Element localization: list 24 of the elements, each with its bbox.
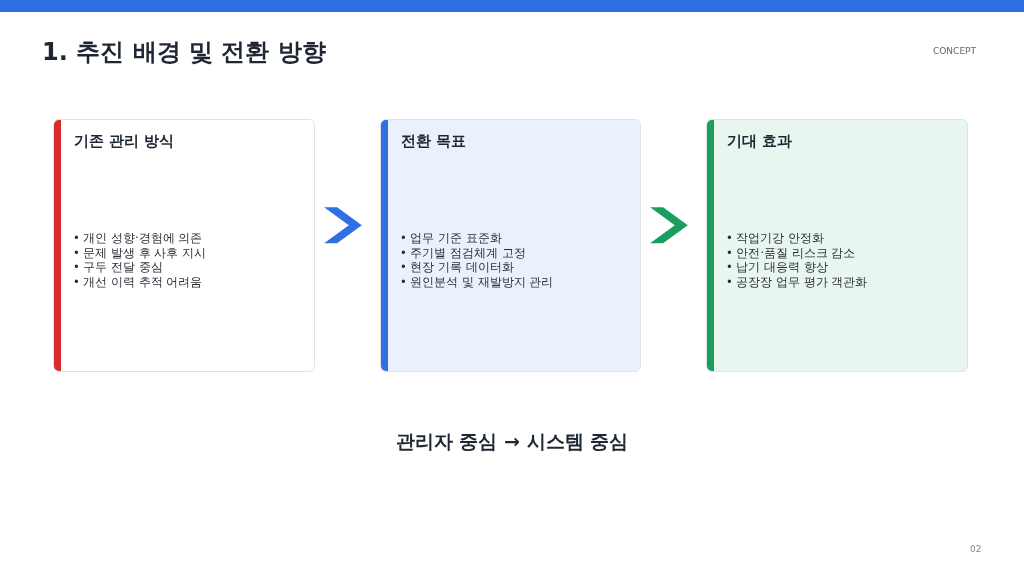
card: [380, 119, 641, 372]
title: 1. 추진 배경 및 전환 방향: [42, 37, 326, 68]
section-tag: CONCEPT: [933, 46, 976, 56]
bullet-item: • 업무 기준 표준화: [400, 231, 502, 246]
bullet-item: • 개선 이력 추적 어려움: [73, 274, 203, 290]
bullet-item: • 개인 성향·경험에 의존: [73, 231, 203, 246]
bullet-item: • 현장 기록 데이터화: [400, 260, 514, 275]
summary-text: 관리자 중심 → 시스템 중심: [395, 429, 629, 454]
card-heading: 전환 목표: [401, 132, 467, 151]
bullet-item: • 구두 전달 중심: [73, 260, 163, 275]
bullet-item: • 안전·품질 리스크 감소: [726, 245, 856, 261]
card-heading: 기대 효과: [727, 132, 793, 151]
chevron-arrow: [324, 207, 362, 244]
chevron-arrow: [650, 207, 688, 244]
card-heading: 기존 관리 방식: [74, 132, 175, 151]
bullet-item: • 작업기강 안정화: [726, 231, 825, 246]
card: [706, 119, 968, 372]
bullet-item: • 납기 대응력 향상: [726, 260, 828, 275]
bullet-item: • 공장장 업무 평가 객관화: [726, 274, 868, 290]
card: [53, 119, 315, 372]
bullet-item: • 원인분석 및 재발방지 관리: [400, 274, 554, 290]
page-number: 02: [970, 544, 982, 554]
bullet-item: • 주기별 점검체계 고정: [400, 245, 526, 261]
bullet-item: • 문제 발생 후 사후 지시: [73, 245, 207, 261]
